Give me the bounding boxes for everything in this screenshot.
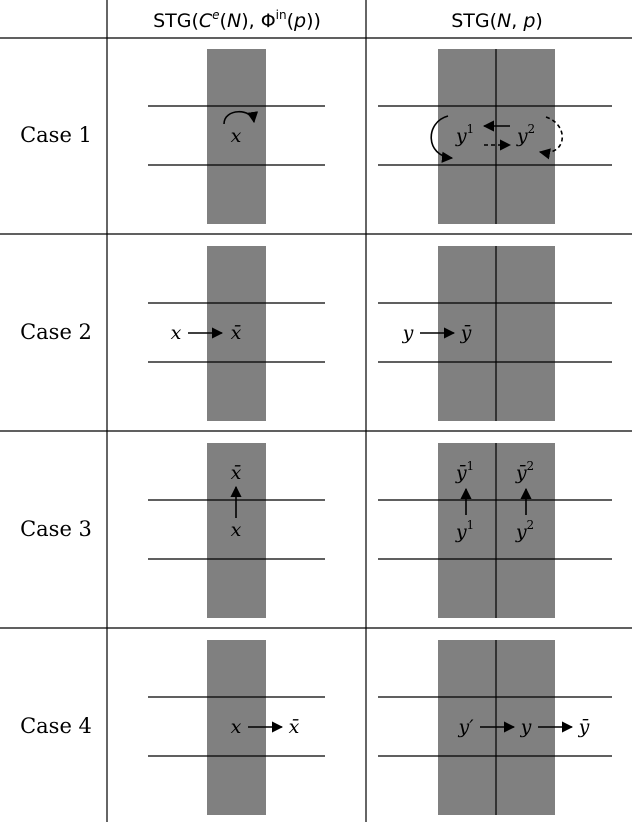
state-y-bar: ȳ: [460, 322, 472, 344]
state-x: x: [231, 716, 242, 738]
state-x-bar: x̄: [231, 322, 242, 344]
state-y-prime: y′: [457, 716, 474, 738]
state-y: y: [402, 322, 414, 344]
state-x-bar: x̄: [231, 462, 242, 484]
state-y-bar: ȳ: [578, 716, 590, 738]
case-2-row: Case 2 x x̄ y ȳ: [20, 246, 612, 421]
case-label: Case 3: [20, 517, 92, 541]
state-y2: y2: [515, 518, 534, 543]
state-x: x: [171, 322, 182, 344]
case-label: Case 1: [20, 123, 92, 147]
case-4-row: Case 4 x x̄ y′ y ȳ: [20, 640, 612, 815]
state-x: x: [231, 519, 242, 541]
state-y1-bar: ȳ1: [455, 459, 474, 484]
case-1-row: Case 1 x y1 y2: [20, 49, 612, 224]
header-left: STG(Ce(N), Φin(p)): [153, 8, 321, 32]
case-label: Case 4: [20, 714, 92, 738]
state-y: y: [520, 716, 532, 738]
state-y2: y2: [516, 122, 535, 147]
state-y1: y1: [455, 122, 474, 147]
state-band: [207, 443, 266, 618]
case-3-row: Case 3 x̄ x ȳ1 y1 ȳ2 y2: [20, 443, 612, 618]
self-loop-arrow: [223, 110, 259, 125]
self-loop-arrow-dashed: [538, 116, 563, 160]
header-right: STG(N, p): [451, 10, 543, 32]
state-x: x: [231, 125, 242, 147]
case-label: Case 2: [20, 320, 92, 344]
self-loop-arrow: [430, 115, 454, 163]
state-x-bar: x̄: [289, 716, 300, 738]
state-y2-bar: ȳ2: [515, 459, 534, 484]
state-band: [207, 49, 266, 224]
state-y1: y1: [455, 518, 474, 543]
